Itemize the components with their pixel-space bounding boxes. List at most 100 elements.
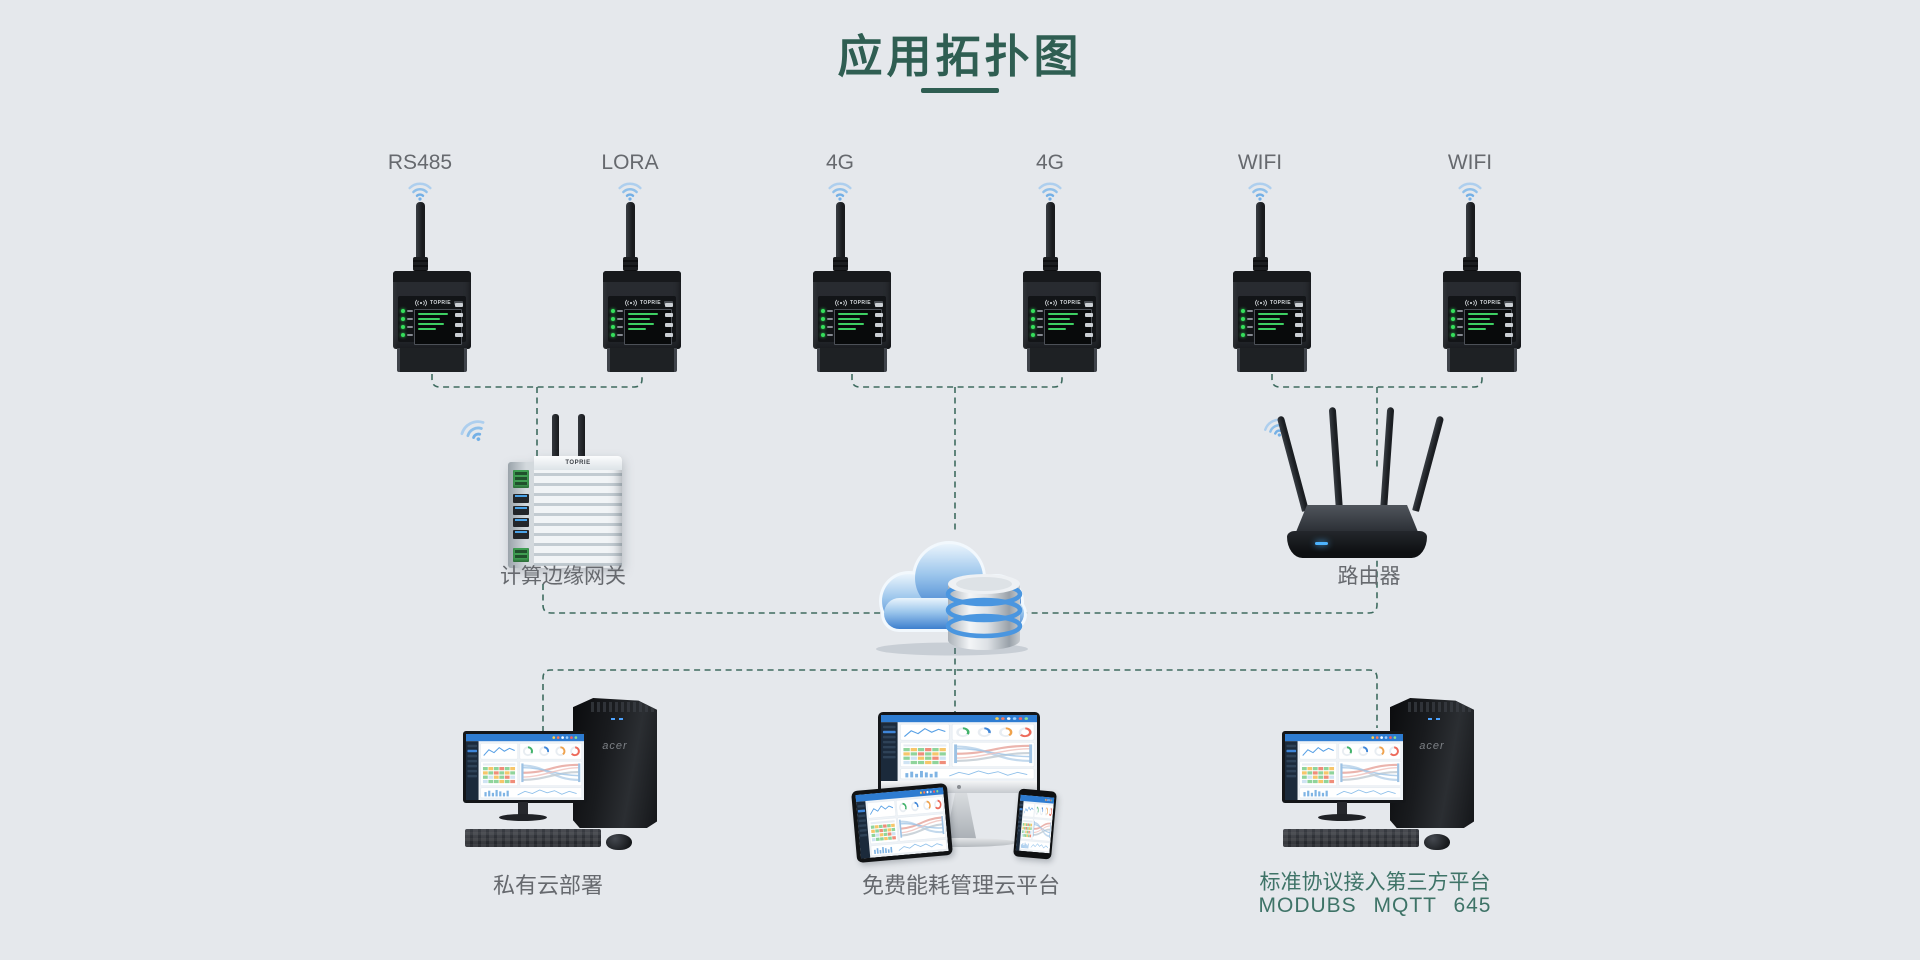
meter-device-wifi-a: WIFI TOPRIE	[1192, 150, 1352, 372]
router-label: 路由器	[1337, 565, 1401, 588]
status-leds	[1031, 309, 1043, 341]
gateway-antenna	[578, 414, 585, 460]
terminal-block	[513, 470, 529, 488]
platform-energy-cloud	[850, 705, 1070, 865]
device-connectivity-label: 4G	[825, 151, 854, 174]
wifi-signal-icon	[1243, 176, 1277, 202]
pc-brand: acer	[602, 740, 628, 752]
ethernet-port	[513, 494, 529, 503]
platform-third-party: acer	[1274, 695, 1484, 865]
gateway-heatsink	[534, 456, 622, 568]
meter-front-panel: TOPRIE	[1448, 296, 1516, 345]
status-leds	[611, 309, 623, 341]
wifi-signal-icon	[1033, 176, 1067, 202]
gateway-body: TOPRIE	[508, 456, 622, 568]
meter-device-4g-b: 4G TOPRIE	[982, 150, 1142, 372]
meter-lcd	[834, 309, 882, 345]
meter-body: TOPRIE	[1443, 271, 1521, 349]
meter-front-panel: TOPRIE	[818, 296, 886, 345]
ethernet-port	[513, 506, 529, 515]
platform-label-third-party: 标准协议接入第三方平台	[1259, 871, 1491, 894]
antenna-base	[832, 257, 848, 271]
keyboard	[1283, 829, 1419, 847]
ethernet-port	[513, 530, 529, 539]
din-rail-mount	[397, 348, 467, 372]
rf-icon	[1045, 299, 1057, 307]
antenna-base	[412, 257, 428, 271]
wifi-signal-icon	[823, 176, 857, 202]
meter-front-panel: TOPRIE	[1238, 296, 1306, 345]
meter-lcd	[1464, 309, 1512, 345]
panel-buttons	[875, 303, 883, 343]
meter-front-panel: TOPRIE	[608, 296, 676, 345]
router-antenna	[1412, 415, 1445, 512]
rf-icon	[625, 299, 637, 307]
apple-logo-icon	[957, 785, 961, 789]
dashboard-screen	[855, 787, 948, 858]
antenna	[835, 202, 845, 258]
mouse	[1424, 834, 1450, 850]
edge-gateway: TOPRIE	[500, 412, 630, 568]
tablet	[851, 782, 953, 864]
wifi-signal-icon	[403, 176, 437, 202]
antenna	[1255, 202, 1265, 258]
link-meters-1-2	[431, 374, 643, 388]
router	[1280, 405, 1445, 565]
rf-icon	[1255, 299, 1267, 307]
page-title: 应用拓扑图	[837, 31, 1083, 82]
meter-device-wifi-b: WIFI TOPRIE	[1402, 150, 1562, 372]
status-leds	[1241, 309, 1253, 341]
meter-lcd	[1254, 309, 1302, 345]
monitor-stand	[1337, 802, 1347, 816]
platform-sublabel-protocols: MODUBS MQTT 645	[1258, 894, 1492, 917]
router-antenna	[1328, 407, 1343, 512]
meter-top-cap	[393, 271, 471, 282]
din-rail-mount	[1237, 348, 1307, 372]
meter-body: TOPRIE	[393, 271, 471, 349]
platform-label-energy-cloud: 免费能耗管理云平台	[861, 873, 1060, 898]
title-underline	[921, 88, 999, 93]
meter-lcd	[624, 309, 672, 345]
meter-front-panel: TOPRIE	[398, 296, 466, 345]
gateway-ports-panel	[508, 462, 534, 568]
cloud-database	[876, 541, 1028, 656]
antenna-base	[1462, 257, 1478, 271]
monitor	[463, 731, 587, 803]
rf-icon	[415, 299, 427, 307]
device-connectivity-label: RS485	[387, 151, 453, 174]
dashboard-screen	[881, 715, 1037, 781]
status-leds	[1451, 309, 1463, 341]
panel-buttons	[665, 303, 673, 343]
monitor-base	[1318, 814, 1366, 821]
meter-body: TOPRIE	[813, 271, 891, 349]
panel-buttons	[1085, 303, 1093, 343]
database-cylinder	[945, 574, 1023, 650]
wifi-signal-icon	[613, 176, 647, 202]
din-rail-mount	[1447, 348, 1517, 372]
rf-icon	[835, 299, 847, 307]
panel-buttons	[455, 303, 463, 343]
router-front-face	[1287, 531, 1427, 558]
dashboard-screen	[1285, 734, 1403, 800]
meter-brand: TOPRIE	[1270, 300, 1291, 306]
imac	[878, 712, 1040, 793]
antenna-base	[1042, 257, 1058, 271]
router-top-face	[1296, 505, 1418, 532]
dashboard-screen	[466, 734, 584, 800]
meter-device-rs485: RS485 TOPRIE	[352, 150, 512, 372]
router-antenna	[1380, 407, 1395, 512]
terminal-block	[513, 548, 529, 562]
router-led	[1315, 542, 1328, 545]
antenna	[1045, 202, 1055, 258]
monitor-base	[499, 814, 547, 821]
meter-body: TOPRIE	[603, 271, 681, 349]
meter-brand: TOPRIE	[640, 300, 661, 306]
rf-icon	[1465, 299, 1477, 307]
link-meters-5-6	[1271, 374, 1483, 388]
gateway-antenna	[552, 414, 559, 460]
meter-brand: TOPRIE	[850, 300, 871, 306]
gateway-brand: TOPRIE	[534, 456, 622, 470]
status-leds	[821, 309, 833, 341]
antenna-base	[622, 257, 638, 271]
status-leds	[401, 309, 413, 341]
